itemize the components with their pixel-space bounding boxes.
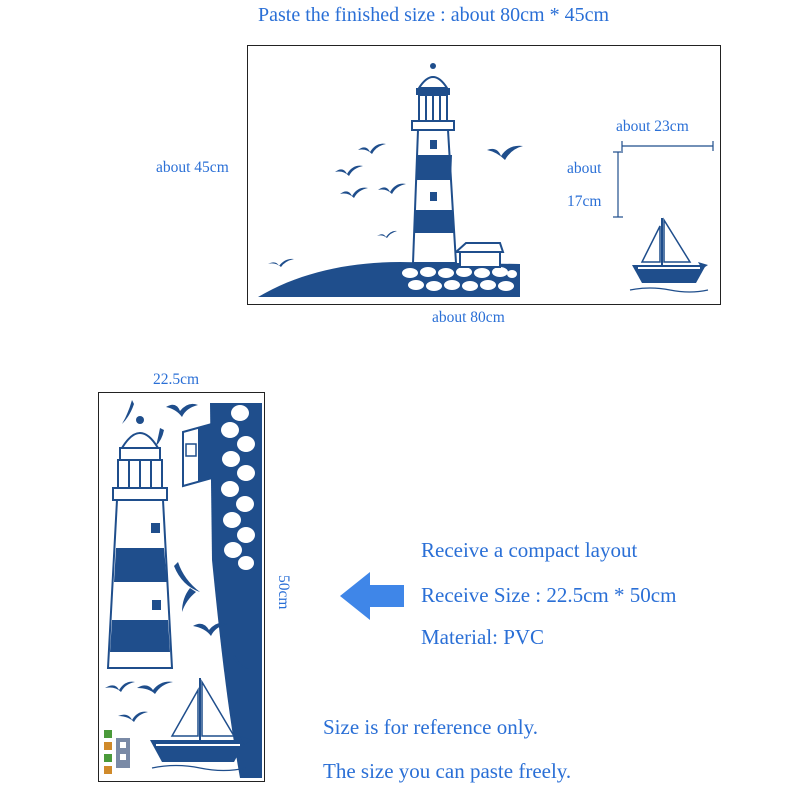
sheet-legend-icons: [104, 730, 130, 774]
note-reference-only: Size is for reference only.: [323, 715, 538, 739]
boat-height-label-line2: 17cm: [567, 193, 602, 210]
keeper-house: [453, 242, 505, 268]
left-arrow-icon: [340, 572, 404, 620]
page-title: Paste the finished size : about 80cm * 4…: [258, 4, 610, 26]
finished-width-label: about 80cm: [432, 309, 505, 326]
sailboat-icon: [150, 678, 252, 772]
stone-column: [221, 405, 255, 570]
boat-width-label: about 23cm: [616, 118, 689, 135]
finished-height-label: about 45cm: [156, 159, 229, 176]
lighthouse-icon: [411, 63, 458, 264]
house-piece: [182, 422, 213, 488]
stone-base: [398, 264, 520, 296]
info-receive-size: Receive Size : 22.5cm * 50cm: [421, 583, 677, 607]
sheet-width-label: 22.5cm: [153, 371, 200, 388]
info-material: Material: PVC: [421, 625, 545, 649]
seagull-icon: [268, 143, 523, 267]
info-compact-layout: Receive a compact layout: [421, 538, 638, 562]
sheet-background-strip: [210, 403, 262, 778]
sailboat-icon: [629, 217, 709, 293]
sheet-art: [104, 400, 262, 778]
lighthouse-icon: [106, 416, 174, 669]
seagull-icon: [105, 400, 249, 722]
top-scene: [258, 63, 714, 297]
boat-height-label-line1: about: [567, 160, 602, 177]
note-paste-freely: The size you can paste freely.: [323, 759, 572, 783]
boat-dimension-lines: [613, 141, 714, 218]
